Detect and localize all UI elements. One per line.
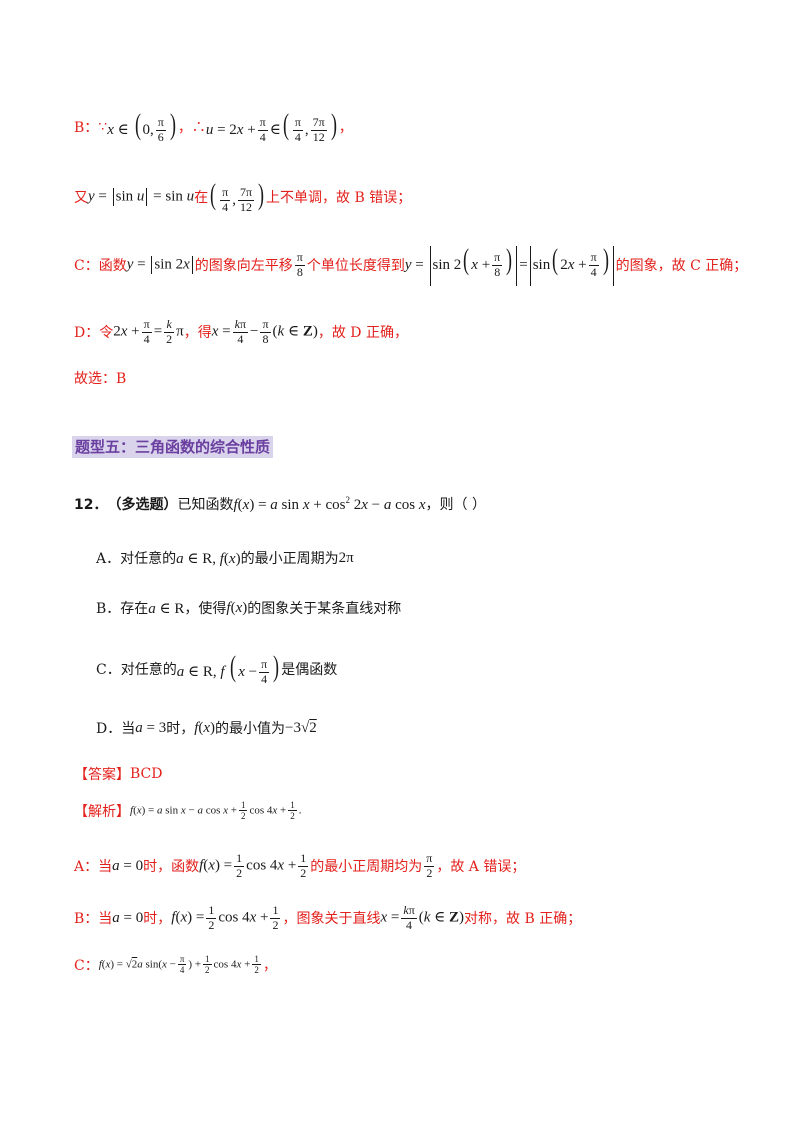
analysis-a-mid2: 的最小正周期均为 [310, 859, 423, 876]
option-c-pre: C．对任意的 [96, 662, 177, 679]
analysis-b-pre: B：当 [74, 911, 113, 928]
because-symbol: ∵ [98, 119, 108, 136]
option-d-post: 的最小值为 [215, 721, 286, 737]
math-a: a ∈ R, f(x) [176, 550, 241, 567]
text-mid: 的图象向左平移 [194, 258, 293, 275]
math-a-eq-0: a = 0 [112, 909, 144, 926]
text-mid: ，得 [183, 325, 212, 342]
stem-post: ，则（ ） [425, 497, 486, 513]
comma: ， [338, 120, 353, 137]
math-a-eq-3: a = 3 [135, 719, 167, 736]
analysis-b-mid2: ，图象关于直线 [282, 911, 381, 928]
line-label: C：函数 [74, 258, 127, 275]
text-tail: ，故 D 正确， [317, 325, 408, 342]
math-y-abs-sin2x: y = sin 2x [127, 256, 195, 275]
text-zai: 在 [194, 190, 209, 207]
question-type: （多选题） [107, 497, 178, 513]
analysis-label: 【解析】 [74, 803, 130, 820]
final-choice-text: 故选：B [74, 371, 127, 387]
line-label: B： [74, 120, 99, 137]
math-fx: f(x) [226, 599, 248, 616]
option-c-post: 是偶函数 [281, 662, 338, 679]
option-a-pre: A．对任意的 [96, 551, 177, 567]
math-min-value: −3√2 [285, 719, 317, 736]
therefore-symbol: ，∴ [177, 120, 206, 137]
line-label: D：令 [74, 325, 114, 342]
option-d: D．当 a = 3 时， f(x) 的最小值为 −3√2 [96, 718, 317, 738]
option-d-pre: D．当 [96, 721, 136, 737]
question-stem: 12． （多选题） 已知函数 f(x) = a sin x + cos2 2x … [74, 494, 486, 514]
option-d-mid: 时， [166, 721, 195, 737]
analysis-c-tail: ， [262, 957, 277, 974]
analysis-b-mid: 时， [143, 911, 172, 928]
analysis-a-tail: ，故 A 错误； [436, 859, 526, 876]
math-2pi: 2π [338, 549, 354, 566]
text-mid2: 个单位长度得到 [306, 258, 405, 275]
final-choice: 故选：B [74, 368, 126, 388]
option-b-mid: ，使得 [184, 601, 227, 617]
math-y-abs-sin: y = sin u = sin u [88, 188, 195, 207]
text-tail: 上不单调，故 B 错误； [266, 190, 412, 207]
analysis-a-mid: 时，函数 [143, 859, 200, 876]
analysis-a-pre: A：当 [74, 859, 113, 876]
stem-pre: 已知函数 [177, 497, 234, 513]
option-b-pre: B．存在 [96, 601, 149, 617]
line-label: 又 [74, 190, 88, 207]
math-a-eq-0: a = 0 [112, 857, 144, 874]
math-a-in-r: a ∈ R [148, 600, 185, 617]
section-title: 题型五：三角函数的综合性质 [72, 436, 274, 458]
option-b-post: 的图象关于某条直线对称 [247, 601, 402, 617]
answer-value: BCD [130, 766, 163, 782]
math-function-def: f(x) = a sin x + cos2 2x − a cos x [233, 494, 426, 513]
text-tail: 的图象，故 C 正确； [615, 258, 748, 275]
math-fx: f(x) [194, 719, 216, 736]
analysis-b-tail: 对称，故 B 正确； [464, 911, 582, 928]
analysis-c-pre: C： [74, 957, 99, 974]
option-a: A．对任意的 a ∈ R, f(x) 的最小正周期为 2π [96, 548, 354, 568]
option-a-post: 的最小正周期为 [240, 551, 339, 567]
answer-label: 【答案】 [74, 767, 130, 783]
answer-line: 【答案】 BCD [74, 764, 162, 784]
option-b: B．存在 a ∈ R ，使得 f(x) 的图象关于某条直线对称 [96, 598, 401, 618]
question-number: 12． [74, 497, 108, 513]
